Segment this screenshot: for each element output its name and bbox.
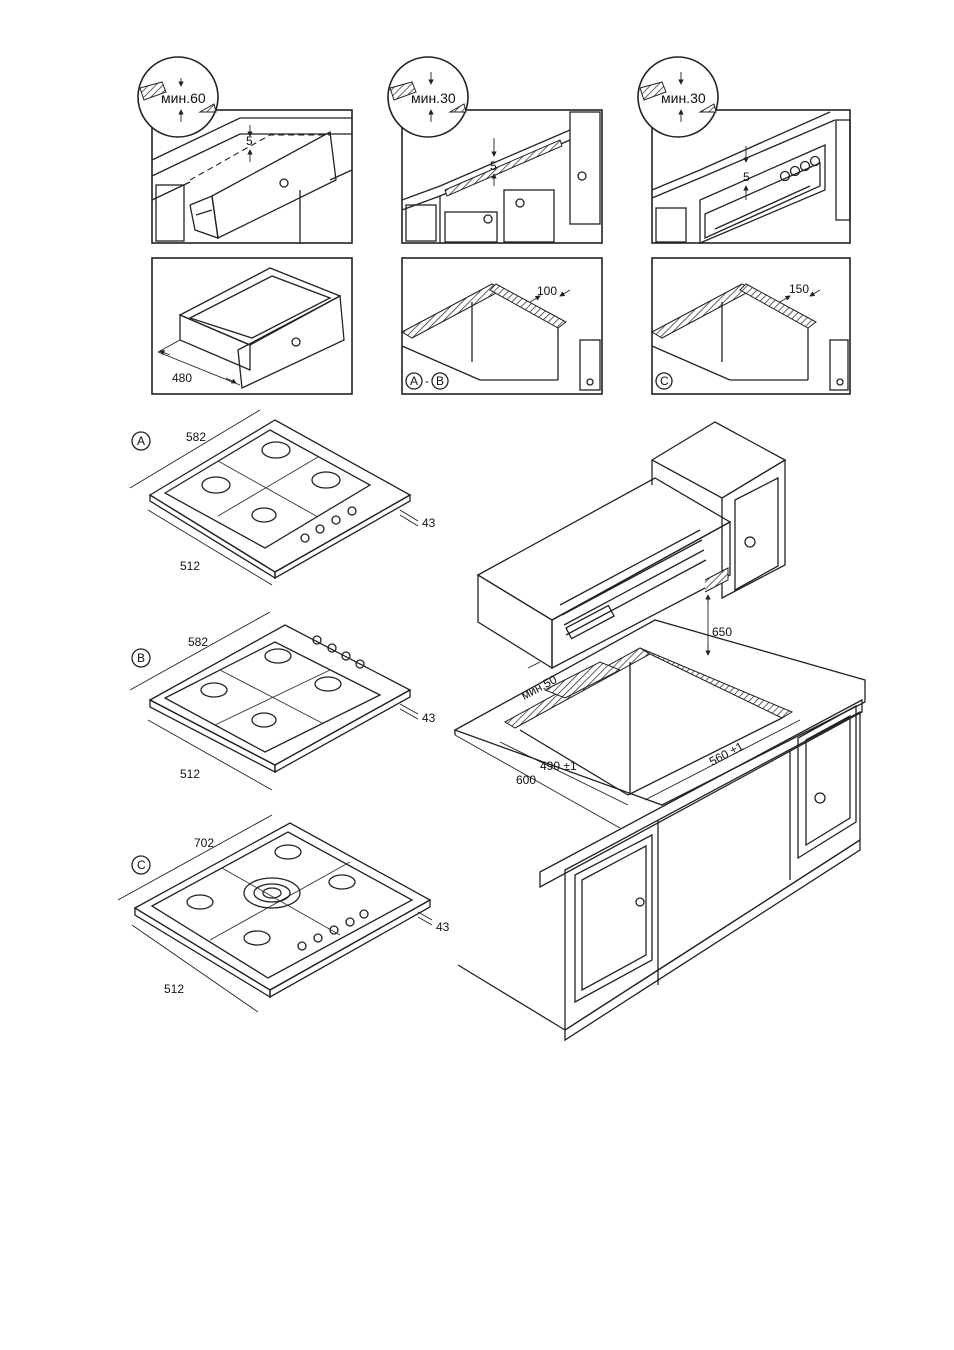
panel-oven-top: 5 мин.30 xyxy=(638,57,850,243)
hob-a-letter: A xyxy=(137,434,145,448)
cutout-c-letter: C xyxy=(660,374,669,388)
sink-gap-label: 5 xyxy=(490,159,497,173)
hob-a-width: 582 xyxy=(186,430,206,444)
hob-a-height: 43 xyxy=(422,516,436,530)
installation-view: 650 600 490 ±1 560 ±1 мин.50 xyxy=(455,422,865,1040)
hob-b: B 582 512 43 xyxy=(130,612,436,790)
sink-clearance-label: мин.30 xyxy=(411,90,456,106)
drawer-clearance-label: мин.60 xyxy=(161,90,206,106)
panel-cutout-c: 150 C xyxy=(652,258,850,394)
panel-cutout-ab: 100 A - B xyxy=(402,258,602,394)
panel-sink-top: 5 мин.30 xyxy=(388,57,602,243)
hob-a-depth: 512 xyxy=(180,559,200,573)
hob-c-depth: 512 xyxy=(164,982,184,996)
hob-b-depth: 512 xyxy=(180,767,200,781)
hob-c-width: 702 xyxy=(194,836,214,850)
hob-c: C 702 512 43 xyxy=(118,815,450,1012)
drawer-depth-label: 480 xyxy=(172,371,192,385)
hob-c-height: 43 xyxy=(436,920,450,934)
hob-a: A 582 512 43 xyxy=(130,410,436,585)
panel-drawer-top: 5 мин.60 xyxy=(138,57,352,243)
hob-b-width: 582 xyxy=(188,635,208,649)
hob-c-letter: C xyxy=(137,858,146,872)
drawer-gap-label: 5 xyxy=(246,134,253,148)
oven-gap-label: 5 xyxy=(743,170,750,184)
cutout-width-label: 560 ±1 xyxy=(707,739,746,769)
cutout-depth-label: 490 ±1 xyxy=(540,759,577,773)
cutout-ab-edge-label: 100 xyxy=(537,284,557,298)
cutout-c-edge-label: 150 xyxy=(789,282,809,296)
cutout-ab-letter-a: A xyxy=(410,374,418,388)
cutout-ab-separator: - xyxy=(425,374,429,388)
panel-drawer-bottom: 480 xyxy=(152,258,352,394)
worktop-depth-label: 600 xyxy=(516,773,536,787)
cutout-ab-letter-b: B xyxy=(436,374,444,388)
oven-clearance-label: мин.30 xyxy=(661,90,706,106)
hob-b-height: 43 xyxy=(422,711,436,725)
hob-b-letter: B xyxy=(137,651,145,665)
